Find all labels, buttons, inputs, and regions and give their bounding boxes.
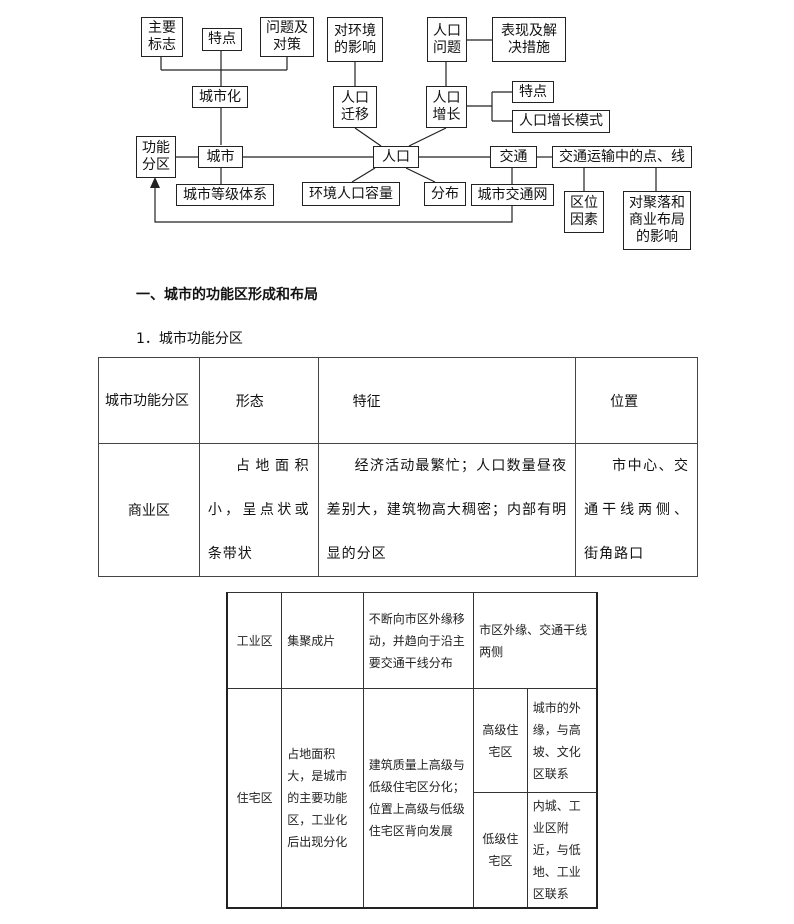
- table-row: 低级住宅区 内城、工业区附近，与低地、工业区联系: [227, 792, 598, 909]
- function-zone-table: 城市功能分区 形态 特征 位置 商业区 占地面积小，呈点状或条带状 经济活动最繁…: [98, 357, 698, 577]
- arrow-head: [150, 177, 160, 188]
- node-juluo-yingxiang: 对聚落和 商业布局 的影响: [623, 191, 691, 250]
- cell-high-residential: 高级住宅区: [473, 688, 528, 793]
- cell-feature-commercial: 经济活动最繁忙；人口数量昼夜差别大，建筑物高大稠密；内部有明显的分区: [317, 443, 577, 577]
- line-renkou-rongliang: [351, 167, 376, 183]
- table-row: 工业区 集聚成片 不断向市区外缘移动，并趋向于沿主要交通干线分布 市区外缘、交通…: [226, 592, 599, 689]
- cell-location-commercial: 市中心、交通干线两侧、街角路口: [575, 443, 698, 577]
- cell-form-industrial: 集聚成片: [281, 592, 364, 689]
- cell-form-commercial: 占地面积小，呈点状或条带状: [198, 443, 319, 577]
- node-tedian: 特点: [202, 28, 242, 51]
- node-renkou-wenti: 人口 问题: [427, 17, 467, 62]
- cell-low-residential: 低级住宅区: [473, 792, 528, 909]
- node-tedian-2: 特点: [512, 81, 554, 103]
- table-row: 住宅区 占地面积大，是城市的主要功能区，工业化后出现分化 建筑质量上高级与低级住…: [226, 688, 598, 909]
- node-biaoxian-jiejue: 表现及解 决措施: [492, 17, 566, 62]
- table-header-row: 城市功能分区 形态 特征 位置: [98, 357, 698, 444]
- cell-feature-industrial: 不断向市区外缘移动，并趋向于沿主要交通干线分布: [362, 592, 475, 689]
- node-gongneng-fenqu: 功能 分区: [136, 136, 176, 178]
- node-dui-huanjing: 对环境 的影响: [327, 17, 383, 62]
- cell-zone-residential: 住宅区: [226, 688, 283, 909]
- concept-map-lines: [150, 39, 657, 223]
- header-form: 形态: [198, 357, 319, 444]
- table-row: 商业区 占地面积小，呈点状或条带状 经济活动最繁忙；人口数量昼夜差别大，建筑物高…: [98, 443, 698, 577]
- node-renkou-zengzhang: 人口 增长: [426, 86, 467, 128]
- node-dian-xian: 交通运输中的点、线: [552, 146, 692, 168]
- node-zengzhang-moshi: 人口增长模式: [512, 110, 610, 133]
- node-quwei-yinsu: 区位 因素: [564, 191, 604, 233]
- node-chengshihua: 城市化: [192, 86, 248, 108]
- arrow-jiaotongwang-fenqu: [154, 182, 513, 223]
- cell-form-residential: 占地面积大，是城市的主要功能区，工业化后出现分化: [281, 688, 364, 909]
- header-feature: 特征: [317, 357, 577, 444]
- concept-map: 主要 标志 特点 问题及 对策 对环境 的影响 人口 问题 表现及解 决措施 城…: [0, 0, 794, 260]
- section-heading: 一、城市的功能区形成和布局: [136, 287, 318, 303]
- cell-zone-commercial: 商业区: [98, 443, 200, 577]
- cell-location-high-residential: 城市的外缘，与高坡、文化区联系: [526, 688, 598, 793]
- section-subheading: 1．城市功能分区: [136, 331, 243, 347]
- node-jiaotong: 交通: [490, 146, 537, 168]
- function-zone-table-continued: 工业区 集聚成片 不断向市区外缘移动，并趋向于沿主要交通干线分布 市区外缘、交通…: [226, 592, 599, 909]
- line-renkou-fenbu: [405, 167, 436, 183]
- node-wenti-duice: 问题及 对策: [260, 17, 314, 57]
- node-zhuyao-biaozhi: 主要 标志: [141, 17, 183, 57]
- node-dengji-tixi: 城市等级体系: [176, 184, 274, 206]
- node-renkou-qianyi: 人口 迁移: [333, 86, 377, 128]
- line-zengzhang-renkou: [408, 127, 447, 147]
- header-location: 位置: [575, 357, 698, 444]
- cell-zone-industrial: 工业区: [226, 592, 283, 689]
- header-zone: 城市功能分区: [98, 357, 200, 444]
- node-chengshi: 城市: [198, 146, 243, 168]
- node-renkou: 人口: [373, 146, 419, 168]
- node-jiaotong-wang: 城市交通网: [471, 184, 554, 206]
- cell-feature-residential: 建筑质量上高级与低级住宅区分化；位置上高级与低级住宅区背向发展: [362, 688, 475, 909]
- line-qianyi-renkou: [354, 127, 382, 147]
- node-huanjing-rongliang: 环境人口容量: [302, 182, 400, 206]
- node-fenbu: 分布: [424, 182, 466, 206]
- cell-location-industrial: 市区外缘、交通干线两侧: [473, 592, 599, 689]
- cell-location-low-residential: 内城、工业区附近，与低地、工业区联系: [526, 792, 598, 909]
